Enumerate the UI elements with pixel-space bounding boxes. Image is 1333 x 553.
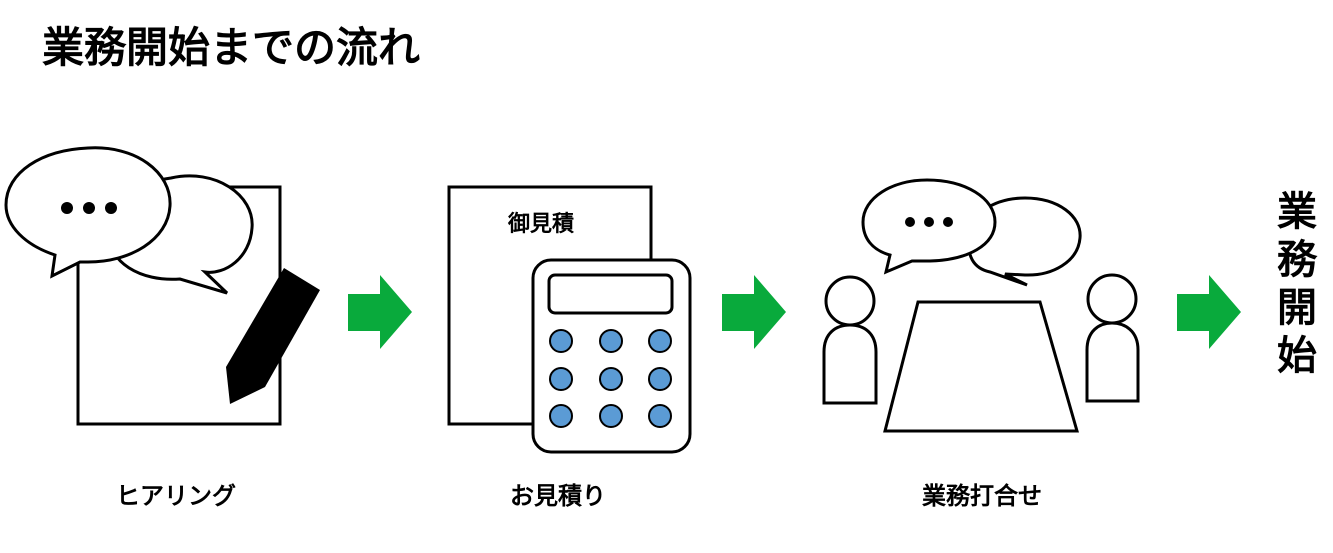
arrow-right-icon <box>722 275 786 349</box>
calculator-display <box>547 273 674 315</box>
meeting-icon <box>822 178 1140 433</box>
person-head <box>1086 273 1138 325</box>
person-body <box>1085 321 1140 403</box>
ellipsis-dot <box>943 217 953 227</box>
ellipsis-dot <box>924 217 934 227</box>
final-step-label: 業務開始 <box>1270 190 1316 382</box>
ellipsis-dot <box>105 202 117 214</box>
person-body <box>822 323 878 405</box>
page-title: 業務開始までの流れ <box>42 23 421 72</box>
hearing-icon <box>4 146 320 426</box>
step-label-meeting: 業務打合せ <box>922 482 1042 510</box>
calculator-keypad <box>549 329 672 428</box>
ellipsis-dot <box>905 217 915 227</box>
ellipsis-dot <box>61 202 73 214</box>
step-label-hearing: ヒアリング <box>116 482 236 510</box>
pen-icon <box>226 268 320 404</box>
arrow-right-icon <box>1177 275 1241 349</box>
person-head <box>824 275 876 327</box>
estimate-document-heading: 御見積 <box>508 212 575 237</box>
ellipsis-dot <box>83 202 95 214</box>
arrow-right-icon <box>348 275 412 349</box>
estimate-icon <box>447 185 692 454</box>
step-label-estimate: お見積り <box>510 482 606 510</box>
table-shape <box>883 300 1079 433</box>
